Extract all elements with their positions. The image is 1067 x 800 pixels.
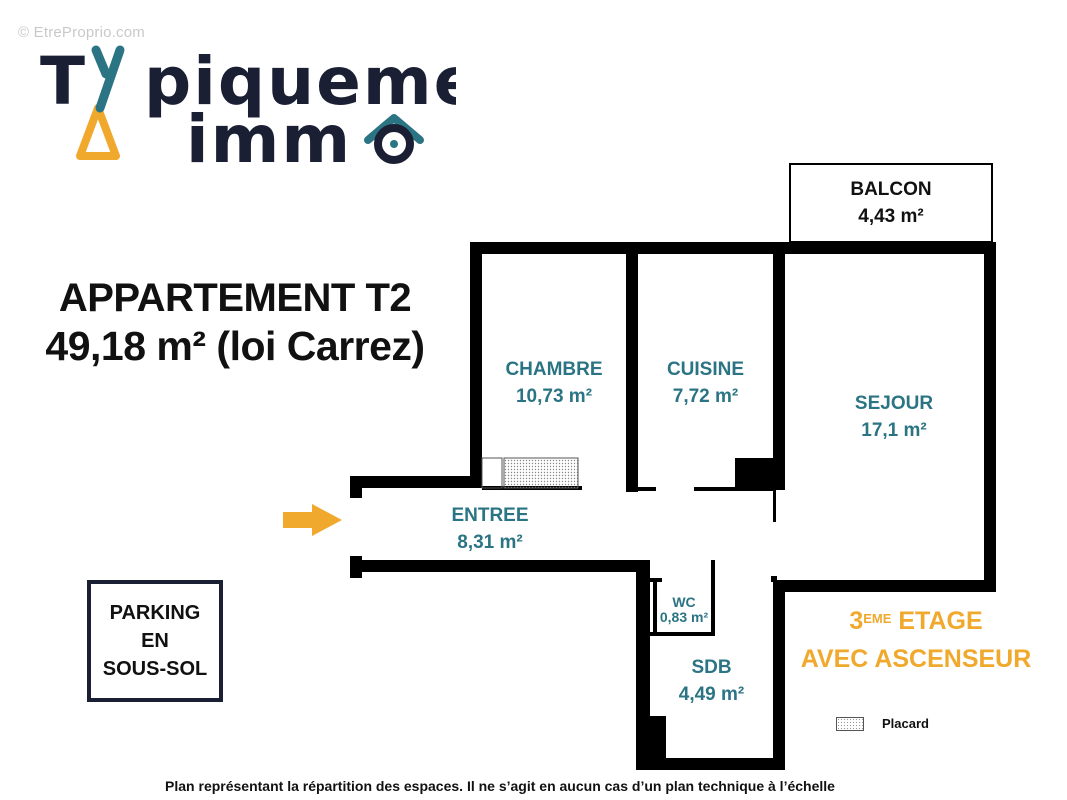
floor-info: 3EME ETAGE AVEC ASCENSEUR: [790, 602, 1042, 678]
room-sdb: SDB 4,49 m²: [650, 654, 773, 708]
room-sejour-area: 17,1 m²: [861, 420, 927, 441]
room-entree: ENTREE 8,31 m²: [420, 502, 560, 556]
entrance-arrow-icon: [283, 504, 342, 536]
parking-line-3: SOUS-SOL: [102, 658, 208, 680]
placard-corner: [481, 457, 503, 489]
room-sdb-name: SDB: [691, 657, 732, 678]
room-balcon-name: BALCON: [850, 179, 932, 200]
floor-word: ETAGE: [898, 607, 983, 635]
floor-suffix: EME: [863, 611, 892, 626]
room-balcon: BALCON 4,43 m²: [790, 176, 992, 230]
floor-number: 3: [849, 607, 864, 635]
brand-logo: T piquement imm: [40, 43, 456, 176]
room-sejour: SEJOUR 17,1 m²: [800, 390, 988, 444]
room-chambre-area: 10,73 m²: [515, 386, 593, 407]
parking-line-2: EN: [141, 630, 169, 652]
logo-triangle-icon: [76, 104, 120, 160]
watermark: © EtreProprio.com: [18, 24, 145, 41]
room-cuisine-area: 7,72 m²: [672, 386, 739, 407]
parking-line-1: PARKING: [109, 602, 201, 624]
placard-swatch-icon: [836, 716, 864, 731]
logo-word-2: imm: [186, 101, 352, 176]
legend-placard-label: Placard: [882, 716, 929, 731]
room-sdb-area: 4,49 m²: [678, 684, 745, 705]
parking-note: PARKING EN SOUS-SOL: [87, 580, 223, 702]
apartment-title: APPARTEMENT T2 49,18 m² (loi Carrez): [20, 274, 450, 370]
room-wc-name: WC: [672, 594, 696, 610]
logo-house-icon: [364, 114, 424, 164]
room-chambre-name: CHAMBRE: [505, 359, 603, 380]
room-chambre: CHAMBRE 10,73 m²: [482, 356, 626, 410]
apartment-type: APPARTEMENT T2: [58, 276, 412, 320]
legend: Placard: [836, 716, 929, 731]
floor-line-2: AVEC ASCENSEUR: [800, 645, 1032, 673]
logo-word-1-rest: piquement: [144, 43, 456, 120]
logo-y-icon: [91, 45, 125, 113]
disclaimer: Plan représentant la répartition des esp…: [165, 778, 835, 794]
room-balcon-area: 4,43 m²: [858, 206, 924, 227]
room-entree-name: ENTREE: [451, 505, 529, 526]
room-sejour-name: SEJOUR: [854, 393, 934, 414]
room-cuisine-name: CUISINE: [666, 359, 745, 380]
logo-word-1: T: [40, 43, 87, 120]
floor-line-1: 3EME ETAGE: [790, 602, 1042, 640]
room-entree-area: 8,31 m²: [457, 532, 523, 553]
apartment-area: 49,18 m² (loi Carrez): [45, 323, 425, 369]
room-wc: WC 0,83 m²: [654, 595, 714, 625]
walls: [350, 242, 996, 770]
room-cuisine: CUISINE 7,72 m²: [638, 356, 773, 410]
room-wc-area: 0,83 m²: [659, 609, 709, 625]
placard-chambre: [503, 457, 579, 489]
